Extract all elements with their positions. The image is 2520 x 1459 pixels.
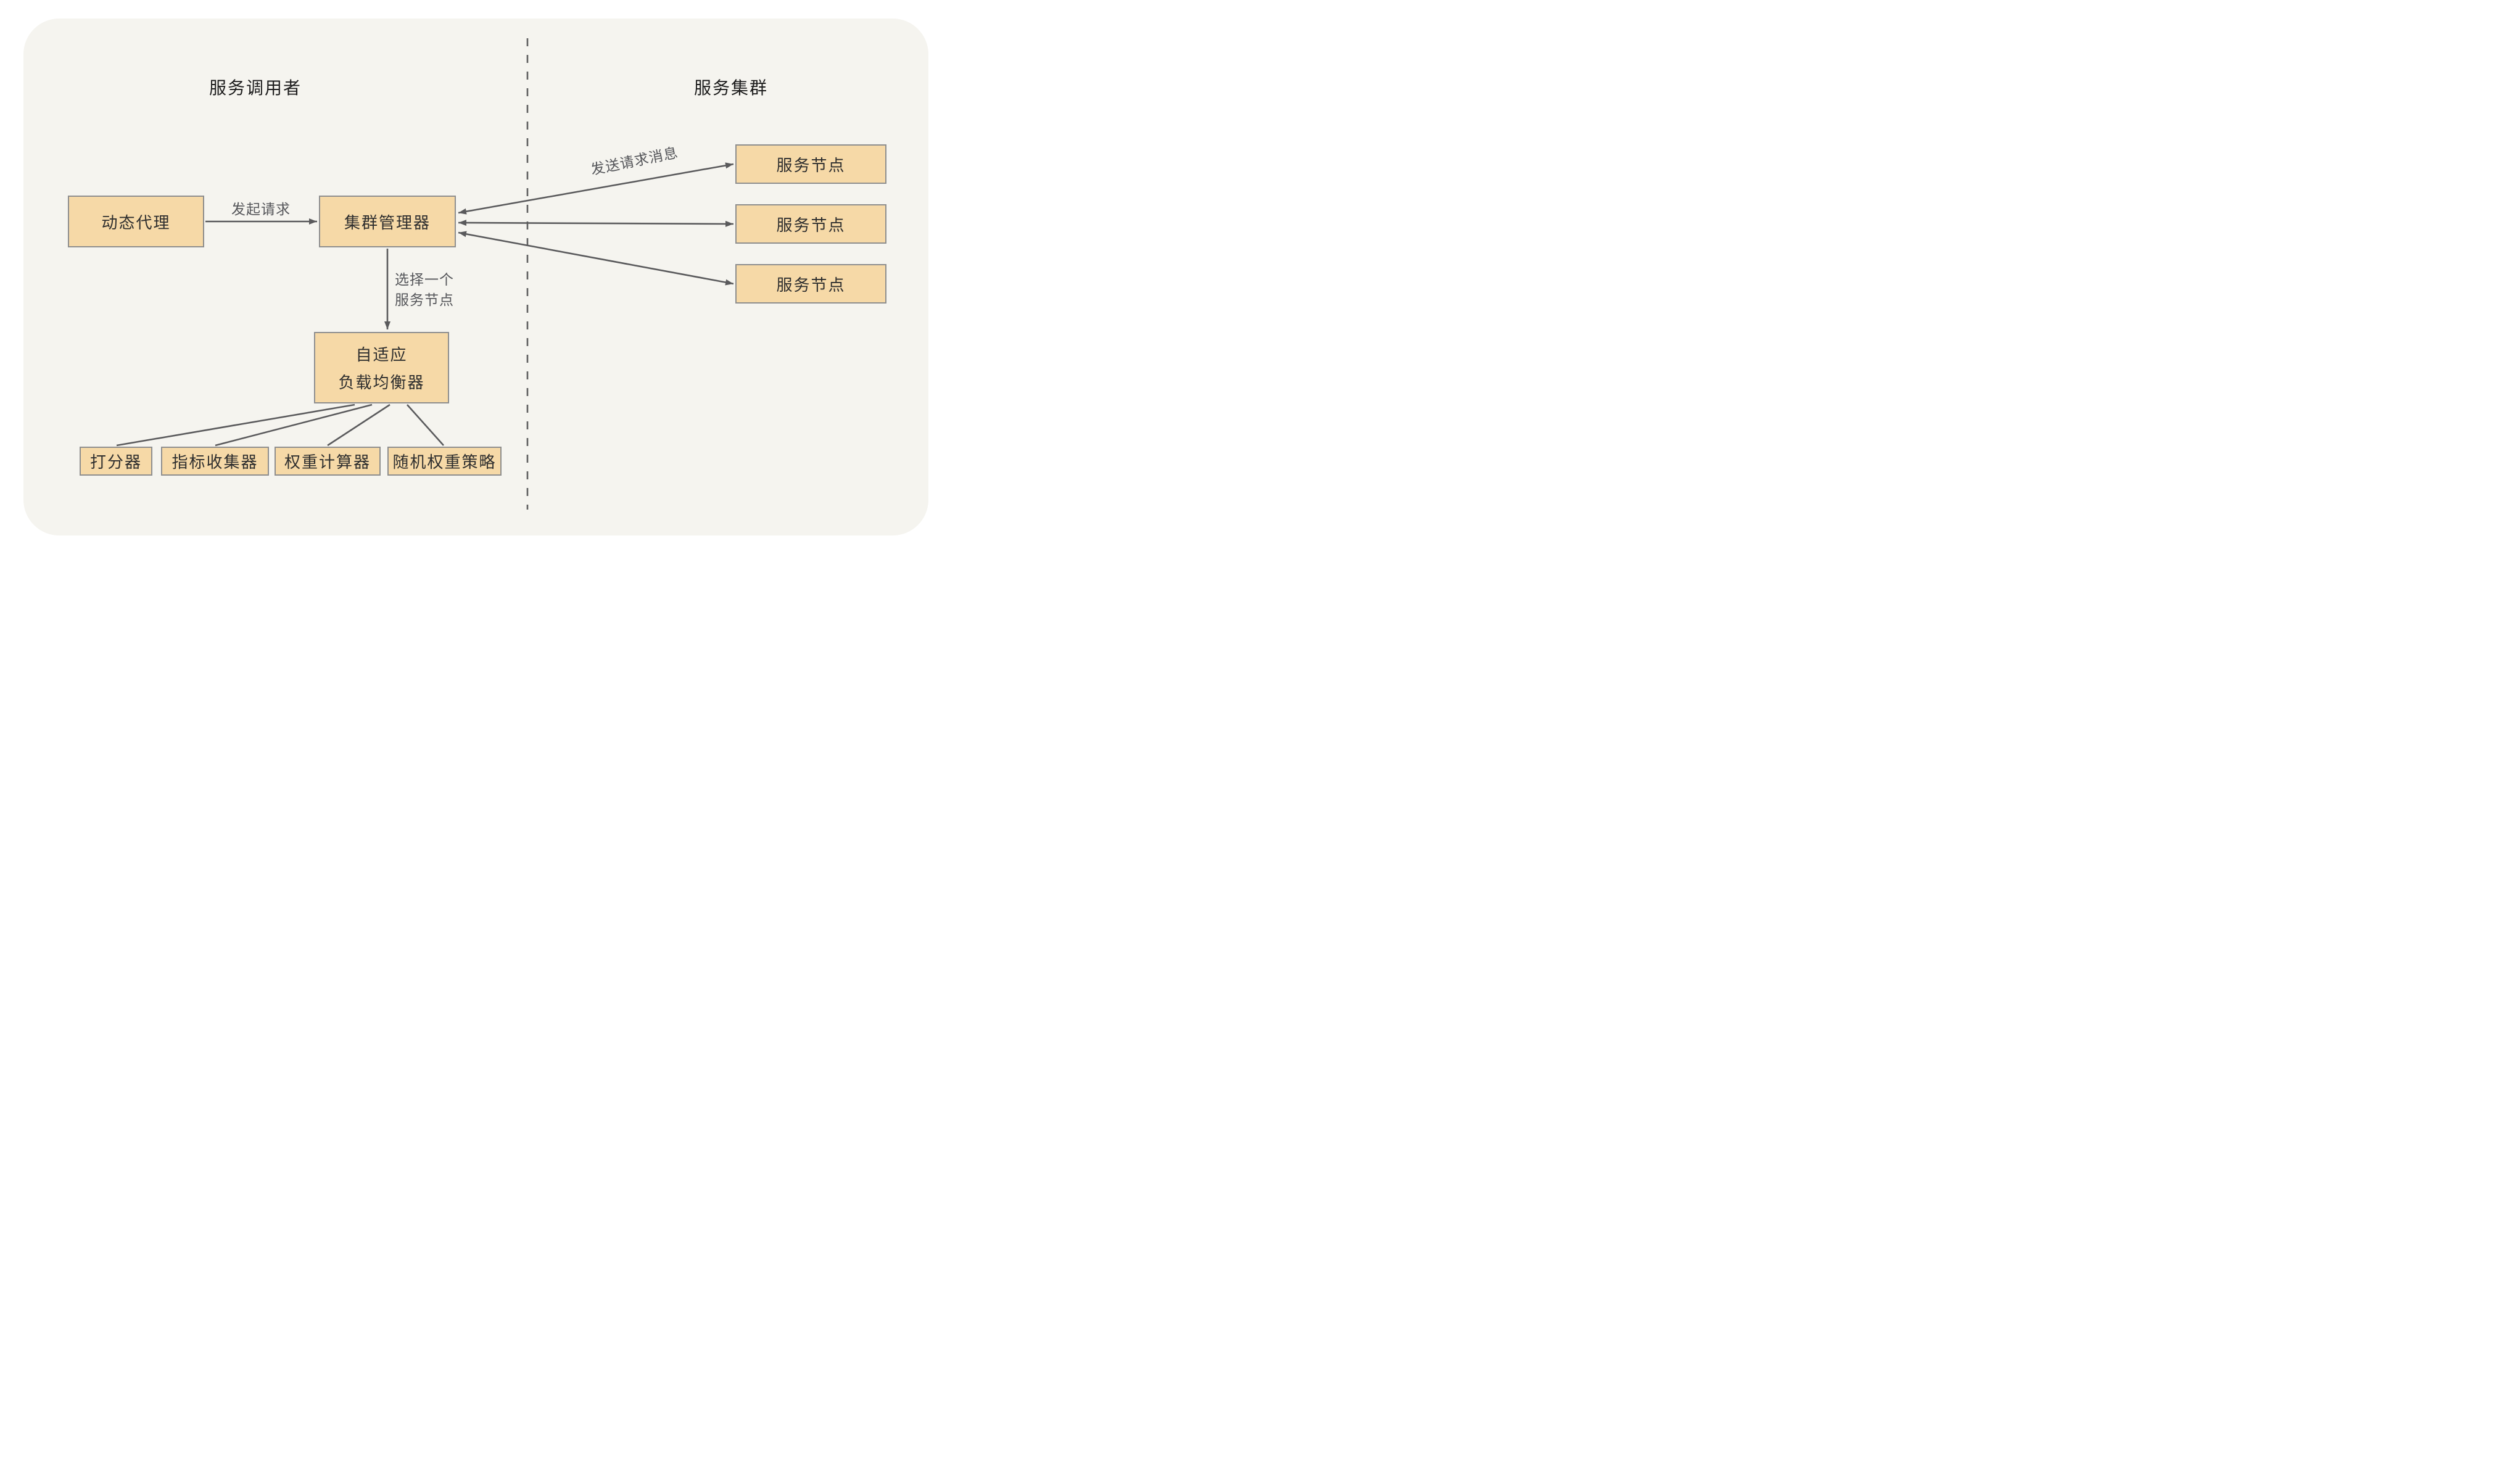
right-section-title: 服务集群 <box>693 78 769 97</box>
node-adaptive-load-balancer: 自适应 负载均衡器 <box>314 332 449 403</box>
adaptive-lb-line1: 自适应 <box>355 345 408 364</box>
left-section-title: 服务调用者 <box>209 78 302 97</box>
diagram-page: 服务调用者 服务集群 动态代理 集群管理器 服务节点 服务节点 服务节点 自适应… <box>0 0 951 551</box>
node-scorer: 打分器 <box>80 447 152 476</box>
edge-label-select-node: 选择一个 服务节点 <box>395 270 454 310</box>
node-service-node-1: 服务节点 <box>735 144 886 184</box>
edge-label-initiate-request: 发起请求 <box>231 201 291 217</box>
edge-label-select-node-line1: 选择一个 <box>395 271 454 287</box>
edge-label-select-node-line2: 服务节点 <box>395 292 454 308</box>
node-dynamic-proxy: 动态代理 <box>68 196 204 247</box>
node-random-weight-strategy: 随机权重策略 <box>387 447 502 476</box>
adaptive-lb-line2: 负载均衡器 <box>338 373 425 392</box>
node-service-node-2: 服务节点 <box>735 204 886 244</box>
node-service-node-3: 服务节点 <box>735 264 886 304</box>
node-cluster-manager: 集群管理器 <box>319 196 456 247</box>
node-weight-calculator: 权重计算器 <box>275 447 381 476</box>
node-metric-collector: 指标收集器 <box>161 447 269 476</box>
